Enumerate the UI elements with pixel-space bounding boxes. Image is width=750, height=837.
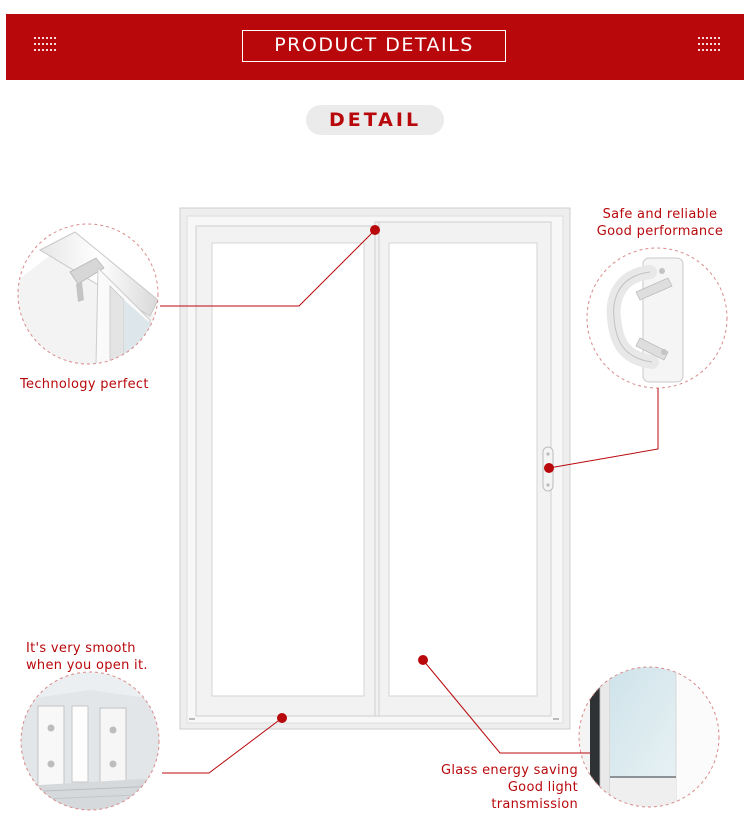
- frame-callout-label: Technology perfect: [20, 376, 149, 393]
- handle-detail-image: [586, 247, 728, 389]
- right-dot-ornament: [698, 37, 720, 55]
- glass-callout-line1: Glass energy saving: [441, 763, 578, 778]
- glass-callout-line2: Good light: [507, 780, 578, 795]
- callout-lines: [160, 229, 659, 774]
- left-dot-ornament: [34, 37, 56, 55]
- glass-callout-label: Glass energy saving Good light transmiss…: [428, 762, 578, 813]
- sliding-door: [179, 207, 571, 730]
- track-callout-line1: It's very smooth: [26, 641, 136, 656]
- track-callout-label: It's very smooth when you open it.: [26, 640, 148, 674]
- glass-detail-image: [578, 666, 720, 808]
- page-title: PRODUCT DETAILS: [242, 30, 506, 62]
- track-callout-line2: when you open it.: [26, 658, 148, 673]
- handle-callout-line1: Safe and reliable: [602, 207, 718, 222]
- section-label: DETAIL: [306, 105, 444, 135]
- handle-callout-label: Safe and reliable Good performance: [590, 206, 730, 240]
- frame-detail-image: [17, 223, 159, 365]
- track-detail-image: [20, 671, 160, 811]
- handle-callout-line2: Good performance: [596, 224, 724, 239]
- callout-markers: [277, 225, 554, 723]
- header-banner: PRODUCT DETAILS: [6, 14, 744, 80]
- frame-callout-text: Technology perfect: [20, 377, 149, 392]
- glass-callout-line3: transmission: [491, 797, 578, 812]
